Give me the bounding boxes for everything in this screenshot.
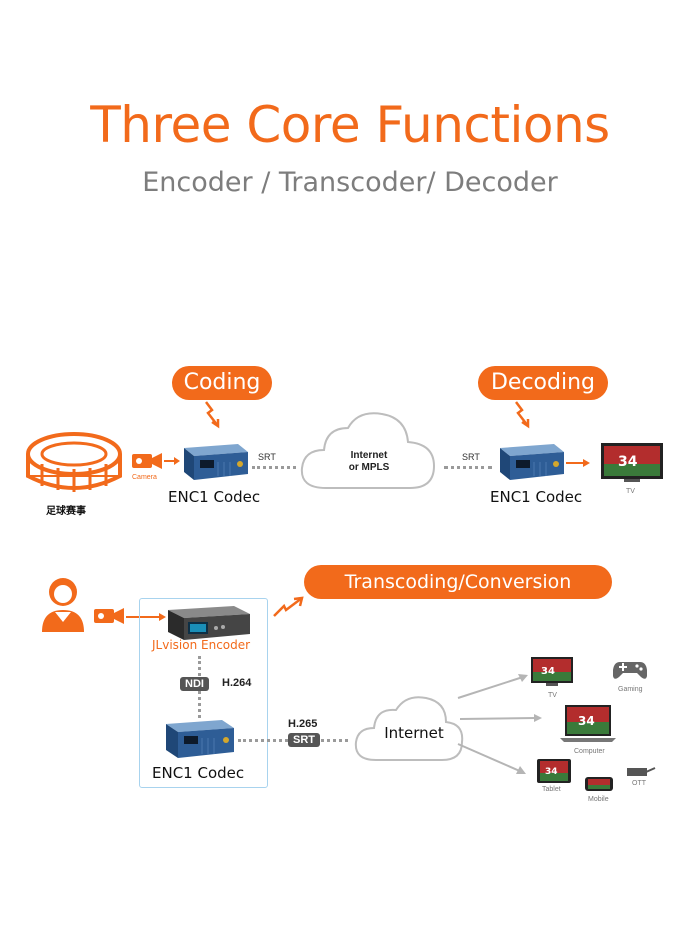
mobile-label: Mobile (588, 796, 609, 803)
transcoder-frame (139, 598, 268, 788)
page-title: Three Core Functions (90, 96, 610, 154)
cloud-label: Internet (384, 724, 444, 742)
arrow-icon (566, 459, 590, 467)
tablet-label: Tablet (542, 786, 561, 793)
computer-label: Computer (574, 748, 605, 755)
link-dots (444, 466, 492, 469)
decoding-pill: Decoding (478, 366, 608, 400)
svg-text:34: 34 (618, 454, 638, 470)
jlvision-encoder-icon (168, 606, 250, 640)
camera-label: Camera (132, 474, 157, 481)
ndi-tag: NDI (180, 677, 209, 691)
coding-pill: Coding (172, 366, 272, 400)
ott-box-icon (627, 767, 656, 776)
tv-endpoint-label: TV (548, 692, 557, 699)
cloud-icon (300, 412, 436, 489)
svg-text:34: 34 (541, 666, 555, 677)
laptop-icon: 34 (560, 705, 616, 742)
arrow-icon (126, 613, 166, 621)
camera-icon (132, 453, 162, 469)
arrow-icon (164, 457, 180, 465)
tv-icon: 34 (531, 657, 573, 686)
enc1-device-icon (166, 720, 234, 758)
ott-label: OTT (632, 780, 646, 787)
distribution-arrows (457, 674, 542, 774)
h264-label: H.264 (222, 677, 252, 689)
tv-label: TV (626, 488, 635, 495)
lightning-icon (273, 596, 304, 617)
enc1-device-icon (500, 444, 564, 480)
cloud-icon (354, 696, 464, 761)
presenter-icon (42, 578, 84, 632)
enc1-label: ENC1 Codec (152, 764, 245, 782)
srt-label-right: SRT (462, 452, 480, 462)
page-subtitle: Encoder / Transcoder/ Decoder (142, 167, 558, 198)
stadium-icon (26, 432, 122, 492)
gamepad-icon (613, 662, 647, 679)
jlvision-label: JLvision Encoder (152, 638, 251, 652)
srt-label-left: SRT (258, 452, 276, 462)
tablet-icon: 34 (537, 759, 571, 783)
link-dots (252, 466, 296, 469)
lightning-icon (515, 401, 530, 429)
h265-label: H.265 (288, 718, 318, 730)
gaming-label: Gaming (618, 686, 643, 693)
transcoding-banner: Transcoding/Conversion protocol (304, 565, 612, 627)
tv-icon: 34 (601, 443, 663, 482)
encoder-label: ENC1 Codec (168, 488, 261, 506)
srt-tag: SRT (288, 733, 320, 747)
camera-icon (94, 608, 124, 624)
svg-text:34: 34 (545, 767, 558, 777)
enc1-device-icon (184, 444, 248, 480)
lightning-icon (205, 401, 220, 429)
venue-label: 足球赛事 (46, 506, 86, 517)
decoder-label: ENC1 Codec (490, 488, 583, 506)
svg-text:34: 34 (578, 714, 595, 728)
mobile-icon (585, 777, 613, 791)
cloud-label-line1: Internet (350, 450, 388, 461)
cloud-label-line2: or MPLS (348, 462, 390, 473)
